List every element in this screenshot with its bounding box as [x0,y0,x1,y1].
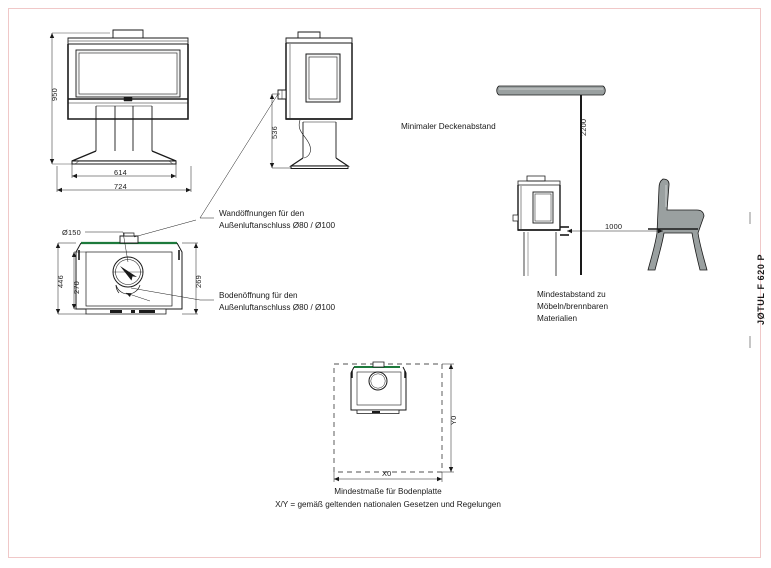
front-elevation-dimensions [49,30,192,193]
annotation-floor-opening-line2: Außenluftanschluss Ø80 / Ø100 [219,303,336,312]
annotation-ceiling-clearance: Minimaler Deckenabstand [401,122,496,131]
annotation-furniture-clearance-line2: Möbeln/brennbaren [537,302,609,311]
annotation-wall-opening-line2: Außenluftanschluss Ø80 / Ø100 [219,221,336,230]
caption-floor-plate-line2: X/Y = gemäß geltenden nationalen Gesetze… [275,500,501,509]
dim-side-air-inlet-height: 536 [270,126,279,139]
dim-front-width-base: 724 [114,182,127,191]
dim-plan-depth-right: 269 [194,275,203,288]
dim-ceiling-distance: 2200 [579,118,588,136]
clearance-view-geometry [496,85,708,276]
floor-plate-dimensions [333,363,454,482]
dim-plate-width: X0 [382,469,392,478]
wall-opening-leader [199,93,279,219]
caption-floor-plate-line1: Mindestmaße für Bodenplatte [334,487,442,496]
front-elevation-geometry [67,29,189,165]
annotation-furniture-clearance-line1: Mindestabstand zu [537,290,606,299]
plan-view-dimensions [55,219,214,315]
model-title: JØTUL F 620 P [756,253,766,325]
side-elevation-geometry [277,31,353,169]
annotation-furniture-clearance-line3: Materialien [537,314,578,323]
annotation-wall-opening-line1: Wandöffnungen für den [219,209,305,218]
annotation-floor-opening-line1: Bodenöffnung für den [219,291,298,300]
dim-plan-depth-body: 270 [72,281,81,294]
dim-plan-flue-diameter: Ø150 [62,228,81,237]
dim-furniture-distance: 1000 [605,222,623,231]
dim-plate-depth: Y0 [449,415,458,425]
dim-front-width-body: 614 [114,168,127,177]
dim-front-height: 950 [50,88,59,101]
side-elevation-dimensions [269,93,292,169]
clearance-view-dimensions [567,98,663,234]
floor-plate-geometry [333,361,443,473]
dim-plan-depth-total: 446 [56,275,65,288]
